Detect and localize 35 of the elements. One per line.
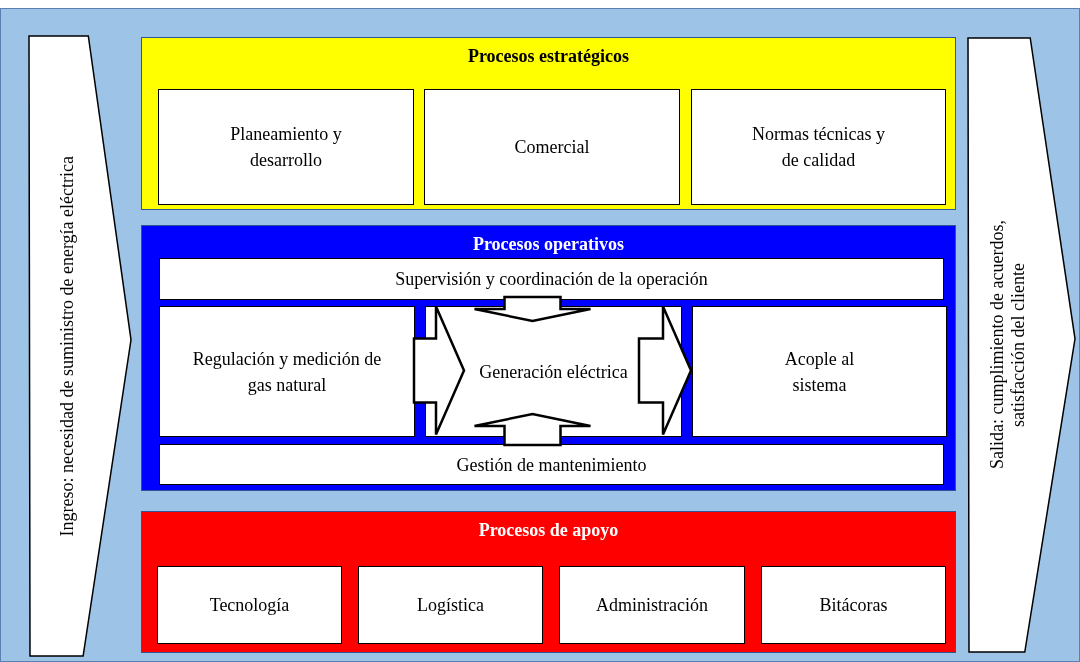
flow-label: Ingreso: necesidad de suministro de energía eléctrica — [56, 155, 78, 537]
process-box — [159, 306, 415, 437]
process-label: Generación eléctrica — [479, 360, 628, 384]
process-box — [761, 566, 946, 644]
panel-title: Procesos operativos — [472, 234, 625, 255]
process-label: Planeamiento y desarrollo — [229, 123, 343, 172]
process-label: Logística — [417, 594, 484, 617]
flow-label: Salida: cumplimiento de acuerdos, satisfacción del cliente — [986, 219, 1029, 472]
process-box — [159, 444, 944, 485]
process-label: Tecnología — [209, 594, 290, 617]
block-arrow — [473, 295, 592, 323]
process-box — [157, 566, 342, 644]
process-label: Acople al sistema — [783, 347, 856, 397]
process-label: Bitácoras — [819, 594, 888, 617]
block-arrow — [473, 412, 592, 447]
process-label: Administración — [596, 594, 708, 617]
process-label: Gestión de mantenimiento — [456, 453, 647, 477]
block-arrow — [637, 305, 693, 436]
process-label: Comercial — [514, 136, 590, 159]
block-arrow — [412, 305, 466, 436]
process-box — [358, 566, 543, 644]
process-box — [159, 258, 944, 300]
process-label: Supervisión y coordinación de la operación — [395, 268, 708, 291]
panel-title: Procesos de apoyo — [478, 520, 619, 541]
panel-title: Procesos estratégicos — [467, 46, 630, 67]
process-label: Normas técnicas y de calidad — [751, 123, 886, 172]
process-box — [691, 89, 946, 205]
process-box — [424, 89, 680, 205]
process-group-panel — [141, 225, 956, 491]
process-box — [158, 89, 414, 205]
process-box — [559, 566, 745, 644]
process-group-panel — [141, 511, 956, 653]
process-group-panel — [141, 37, 956, 210]
process-box — [692, 306, 947, 437]
process-label: Regulación y medición de gas natural — [191, 347, 383, 397]
